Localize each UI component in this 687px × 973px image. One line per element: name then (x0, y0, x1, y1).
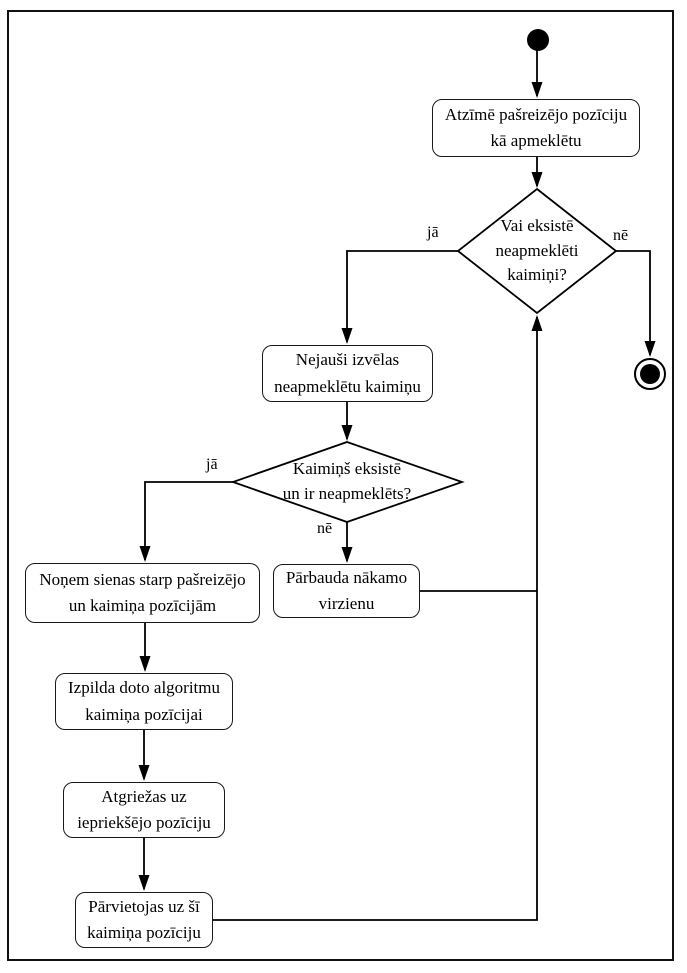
label-decision2-yes: jā (206, 456, 218, 473)
final-node-core (640, 364, 660, 384)
decision2-diamond-shape (230, 441, 465, 523)
final-node (634, 358, 666, 390)
edge-move-loop-to-decision1 (213, 315, 543, 921)
edge-decision2-yes (139, 481, 233, 562)
diagram-border (7, 10, 674, 961)
edge-decision1-yes (341, 250, 458, 344)
label-decision1-yes: jā (427, 224, 439, 241)
action-check-next-direction: Pārbauda nākamo virzienu (273, 564, 420, 618)
action-run-algorithm: Izpilda doto algoritmu kaimiņa pozīcijai (55, 673, 233, 730)
initial-node (527, 29, 549, 51)
action-move-to-neighbor: Pārvietojas uz šī kaimiņa pozīciju (75, 892, 213, 948)
action-return-previous: Atgriežas uz iepriekšējo pozīciju (63, 782, 225, 838)
label-decision2-no: nē (317, 520, 333, 537)
action-choose-random-neighbor: Nejauši izvēlas neapmeklētu kaimiņu (262, 345, 433, 402)
label-decision1-no: nē (613, 227, 629, 244)
action-mark-visited: Atzīmē pašreizējo pozīciju kā apmeklētu (432, 99, 640, 157)
decision1-diamond-shape (456, 187, 618, 315)
edge-decision1-no (616, 250, 656, 357)
action-remove-walls: Noņem sienas starp pašreizējo un kaimiņa… (25, 563, 260, 623)
